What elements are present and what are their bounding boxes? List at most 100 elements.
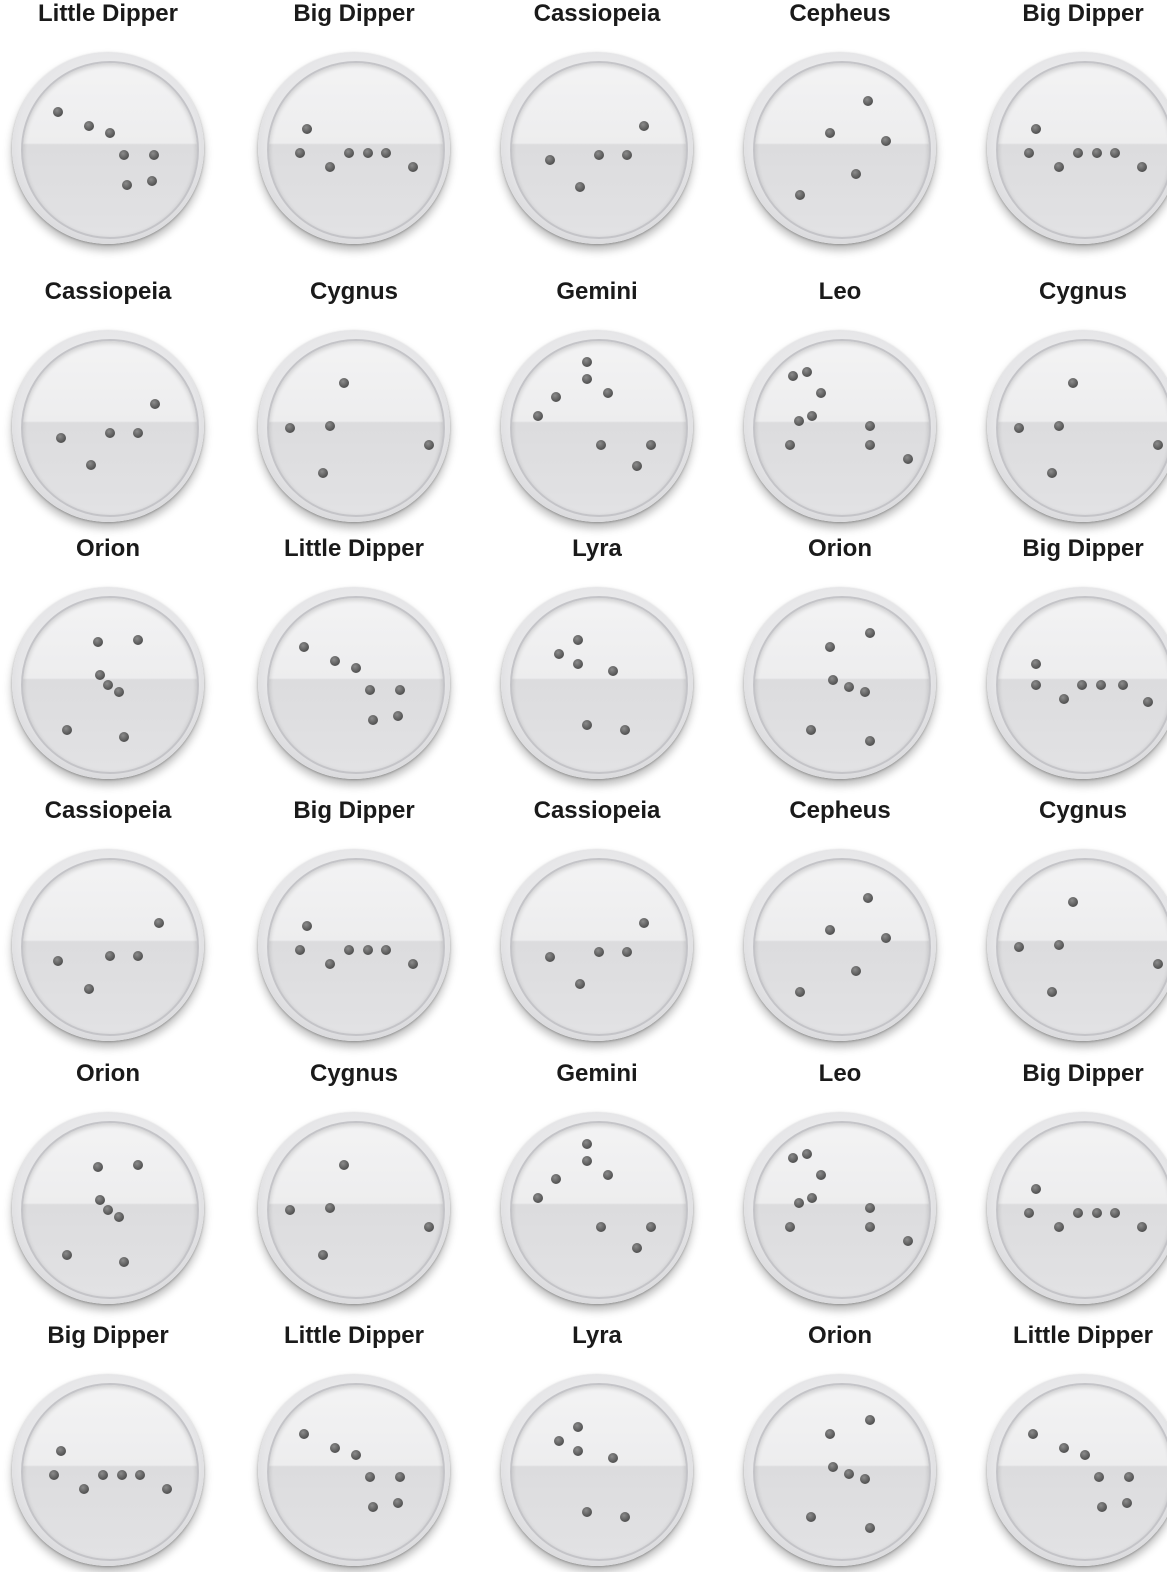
petri-dish [987,1374,1167,1566]
constellation-name: Orion [720,535,960,563]
star-dot [554,649,564,659]
star-dot [1073,148,1083,158]
constellation-card: Little Dipper [8,0,208,250]
petri-dish [258,52,450,244]
star-dot [119,1257,129,1267]
constellation-name: Orion [720,1322,960,1350]
constellation-card: Cassiopeia [8,797,208,1047]
dish-surface [21,596,199,774]
star-dot [816,388,826,398]
star-dot [828,1462,838,1472]
star-dot [554,1436,564,1446]
star-dot [365,685,375,695]
petri-dish [501,1374,693,1566]
constellation-card: Cassiopeia [497,797,697,1047]
star-dot [582,1139,592,1149]
star-dot [162,1484,172,1494]
constellation-card: Cepheus [740,0,940,250]
petri-dish [501,330,693,522]
petri-dish [258,1112,450,1304]
star-dot [330,656,340,666]
dish-surface [510,339,688,517]
star-dot [84,121,94,131]
dish-surface [21,339,199,517]
constellation-name: Orion [0,1060,228,1088]
dish-surface [753,61,931,239]
star-dot [596,440,606,450]
dish-surface [267,61,445,239]
star-dot [807,411,817,421]
star-dot [608,1453,618,1463]
star-dot [620,1512,630,1522]
constellation-card: Cygnus [983,278,1167,528]
constellation-card: Cassiopeia [8,278,208,528]
star-dot [1153,959,1163,969]
star-dot [1054,940,1064,950]
star-dot [119,732,129,742]
star-dot [1080,1450,1090,1460]
star-dot [844,682,854,692]
dish-surface [267,1383,445,1561]
star-dot [325,421,335,431]
star-dot [368,1502,378,1512]
dish-surface [753,858,931,1036]
dish-surface [21,1121,199,1299]
petri-dish [987,330,1167,522]
star-dot [1110,1208,1120,1218]
dish-surface [21,858,199,1036]
star-dot [149,150,159,160]
star-dot [295,945,305,955]
star-dot [806,1512,816,1522]
star-dot [133,635,143,645]
star-dot [408,162,418,172]
star-dot [575,182,585,192]
star-dot [1073,1208,1083,1218]
dish-surface [996,1121,1167,1299]
constellation-card: Big Dipper [8,1322,208,1572]
star-dot [639,121,649,131]
star-dot [1031,1184,1041,1194]
star-dot [860,1474,870,1484]
dish-surface [267,339,445,517]
star-dot [302,124,312,134]
star-dot [318,1250,328,1260]
constellation-card: Little Dipper [254,1322,454,1572]
petri-dish [744,1112,936,1304]
constellation-name: Cassiopeia [0,278,228,306]
star-dot [325,1203,335,1213]
star-dot [49,1470,59,1480]
star-dot [103,1205,113,1215]
star-dot [122,180,132,190]
star-dot [863,893,873,903]
dish-surface [996,858,1167,1036]
dish-surface [510,1383,688,1561]
star-dot [1137,1222,1147,1232]
petri-dish [501,849,693,1041]
constellation-card: Cygnus [254,278,454,528]
star-dot [344,148,354,158]
petri-dish [258,330,450,522]
dish-surface [996,339,1167,517]
petri-dish [987,587,1167,779]
constellation-name: Cassiopeia [0,797,228,825]
star-dot [860,687,870,697]
constellation-card: Leo [740,1060,940,1310]
petri-dish [744,587,936,779]
star-dot [1092,148,1102,158]
star-dot [381,945,391,955]
star-dot [114,1212,124,1222]
star-dot [330,1443,340,1453]
dish-surface [753,596,931,774]
star-dot [865,628,875,638]
star-dot [620,725,630,735]
star-dot [582,374,592,384]
star-dot [408,959,418,969]
star-dot [828,675,838,685]
constellation-name: Cygnus [963,797,1167,825]
star-dot [865,736,875,746]
star-dot [365,1472,375,1482]
star-dot [551,1174,561,1184]
constellation-name: Big Dipper [963,535,1167,563]
star-dot [133,951,143,961]
star-dot [851,966,861,976]
